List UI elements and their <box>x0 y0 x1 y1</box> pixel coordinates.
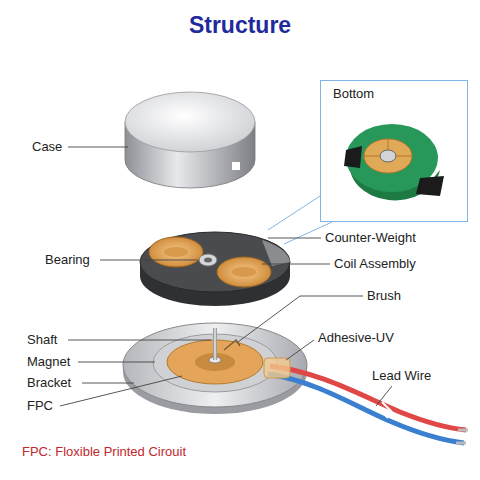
part-label: Coil Assembly <box>334 256 416 272</box>
part-label: Adhesive-UV <box>318 330 394 346</box>
inset-box: Bottom <box>320 80 468 222</box>
footnote: FPC: Floxible Printed Cirouit <box>22 444 186 460</box>
part-label: Counter-Weight <box>325 230 416 246</box>
part-label: Magnet <box>27 354 70 370</box>
title: Structure <box>0 12 480 39</box>
part-label: Brush <box>367 288 401 304</box>
inset-heading: Bottom <box>333 86 374 101</box>
part-label: Bearing <box>45 252 90 268</box>
part-label: Lead Wire <box>372 368 431 384</box>
part-label: Bracket <box>27 375 71 391</box>
part-label: FPC <box>27 398 53 414</box>
part-label: Case <box>32 139 62 155</box>
part-label: Shaft <box>27 332 57 348</box>
